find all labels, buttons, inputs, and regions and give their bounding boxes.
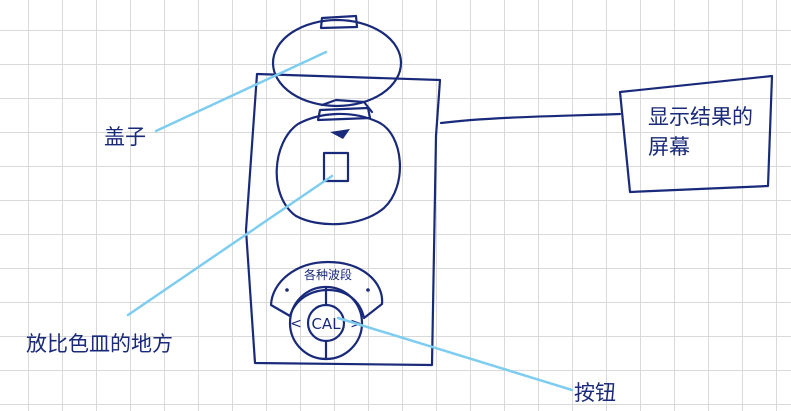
chamber-top-tab [316, 106, 372, 122]
cal-label: CAL [311, 315, 341, 333]
arch-dot-left [285, 288, 289, 292]
lid-label: 盖子 [104, 125, 146, 149]
indicator-triangle [330, 129, 350, 139]
wavelength-arch [269, 260, 384, 320]
arch-dot-right [366, 288, 370, 292]
lid [271, 18, 403, 108]
lid-hinge-tab [319, 14, 359, 30]
result-screen [618, 74, 774, 194]
cuvette-slot [322, 151, 350, 183]
pointer-dish [126, 174, 334, 317]
screen-connector [439, 112, 622, 125]
button-label: 按钮 [574, 381, 616, 405]
wavelength-label: 各种波段 [304, 267, 352, 282]
device-body [244, 72, 442, 367]
pointer-lid [154, 50, 328, 133]
pointer-button [336, 316, 574, 392]
dish-slot-label: 放比色皿的地方 [26, 332, 173, 356]
screen-label: 显示结果的屏幕 [648, 105, 753, 159]
cuvette-chamber [275, 112, 402, 226]
left-arrow-glyph: < [290, 316, 302, 332]
